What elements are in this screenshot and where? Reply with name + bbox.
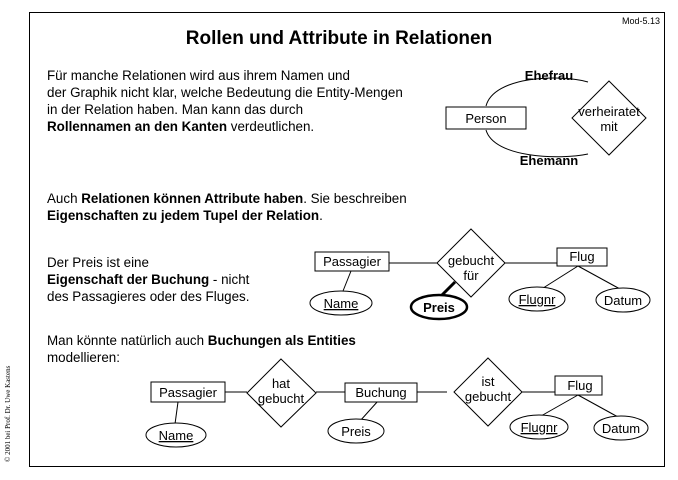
relation-is-booked-label: ist [482, 374, 495, 389]
relation-booked-for-label: für [463, 268, 479, 283]
emphasis-text: Eigenschaften zu jedem Tupel der Relatio… [47, 208, 320, 223]
paragraph-line: modellieren: [47, 350, 120, 365]
paragraph-line: des Passagieres oder des Fluges. [47, 289, 250, 304]
attribute-price [327, 418, 385, 444]
relation-booked-for-label: gebucht [448, 253, 495, 268]
entity-flight-label: Flug [569, 249, 594, 264]
paragraph-line: Rollennamen an den Kanten verdeutlichen. [47, 118, 403, 135]
diagram-booking-entity: Passagier hat gebucht Buchung ist gebuch… [145, 357, 649, 448]
paragraph-text: Auch [47, 191, 82, 206]
attribute-date-label: Datum [604, 293, 642, 308]
edge-line [359, 400, 379, 422]
role-edge-top [485, 77, 589, 107]
edge-line [577, 394, 619, 418]
paragraph-line: Der Preis ist eine [47, 255, 149, 270]
entity-booking-label: Buchung [355, 385, 406, 400]
relation-booked-for [436, 228, 506, 298]
relation-married [571, 80, 647, 156]
attribute-price-label: Preis [423, 300, 455, 315]
attribute-date [593, 415, 649, 441]
paragraph-text: . Sie beschreiben [303, 191, 407, 206]
role-edge-bottom [485, 129, 589, 158]
paragraph-line: Auch Relationen können Attribute haben. … [47, 190, 407, 207]
attribute-flightno-label: Flugnr [521, 420, 559, 435]
entity-passenger-label: Passagier [323, 254, 381, 269]
paragraph-line: Man könnte natürlich auch Buchungen als … [47, 332, 356, 349]
relation-has-booked-label: gebucht [258, 391, 305, 406]
attribute-price-bold [409, 293, 469, 321]
paragraph-price: Der Preis ist eine Eigenschaft der Buchu… [47, 254, 249, 305]
paragraph-bookings: Man könnte natürlich auch Buchungen als … [47, 332, 356, 366]
attribute-price-label: Preis [341, 424, 371, 439]
paragraph-line: Eigenschaften zu jedem Tupel der Relatio… [47, 207, 407, 224]
attribute-flightno-label: Flugnr [519, 292, 557, 307]
diagram-marriage: Person verheiratet mit Ehefrau Ehemann [445, 68, 647, 168]
emphasis-text: Eigenschaft der Buchung [47, 272, 210, 287]
edge-line [540, 394, 579, 417]
slide-title: Rollen und Attribute in Relationen [185, 28, 493, 49]
attribute-flightno [509, 414, 569, 440]
paragraph-text: . [319, 208, 323, 223]
entity-passenger [314, 251, 390, 272]
relation-has-booked [246, 358, 317, 428]
relation-is-booked [453, 357, 523, 427]
edge-line [174, 401, 179, 425]
paragraph-line: der Graphik nicht klar, welche Bedeutung… [47, 85, 403, 100]
emphasis-text: Relationen können Attribute haben [81, 191, 304, 206]
relation-married-label: mit [600, 119, 618, 134]
emphasis-text: Rollennamen an den Kanten [47, 119, 228, 134]
relation-is-booked-label: gebucht [465, 389, 512, 404]
edge-line [342, 270, 352, 292]
slide-frame [29, 12, 665, 467]
attribute-name-label: Name [324, 296, 359, 311]
paragraph-text: Man könnte natürlich auch [47, 333, 208, 348]
attribute-flightno [508, 286, 566, 312]
attribute-date-label: Datum [602, 421, 640, 436]
paragraph-text: - nicht [209, 272, 250, 287]
entity-booking [344, 382, 418, 403]
paragraph-line: Für manche Relationen wird aus ihrem Nam… [47, 68, 350, 83]
attribute-name [145, 422, 207, 448]
entity-person [445, 106, 527, 130]
attribute-date [595, 287, 651, 313]
edge-line [577, 265, 621, 290]
entity-flight-label: Flug [567, 378, 592, 393]
slide-code: Mod-5.13 [621, 16, 660, 26]
role-label-wife: Ehefrau [525, 68, 573, 83]
paragraph-text: verdeutlichen. [227, 119, 315, 134]
paragraph-roles: Für manche Relationen wird aus ihrem Nam… [47, 67, 403, 135]
edge-line [539, 265, 579, 291]
attribute-name-label: Name [159, 428, 194, 443]
role-label-husband: Ehemann [520, 153, 579, 168]
emphasis-text: Buchungen als Entities [207, 333, 356, 348]
paragraph-line: in der Relation haben. Man kann das durc… [47, 102, 304, 117]
diagram-booking-relation: Passagier gebucht für Flug Name Preis Fl… [309, 228, 651, 321]
entity-person-label: Person [465, 111, 506, 126]
relation-married-label: verheiratet [578, 104, 640, 119]
entity-flight [556, 247, 608, 267]
paragraph-line: Eigenschaft der Buchung - nicht [47, 271, 249, 288]
entity-flight [554, 375, 603, 396]
entity-passenger [150, 381, 226, 403]
entity-passenger-label: Passagier [159, 385, 217, 400]
paragraph-relation-attributes: Auch Relationen können Attribute haben. … [47, 190, 407, 224]
attribute-name [309, 290, 373, 316]
relation-has-booked-label: hat [272, 376, 290, 391]
